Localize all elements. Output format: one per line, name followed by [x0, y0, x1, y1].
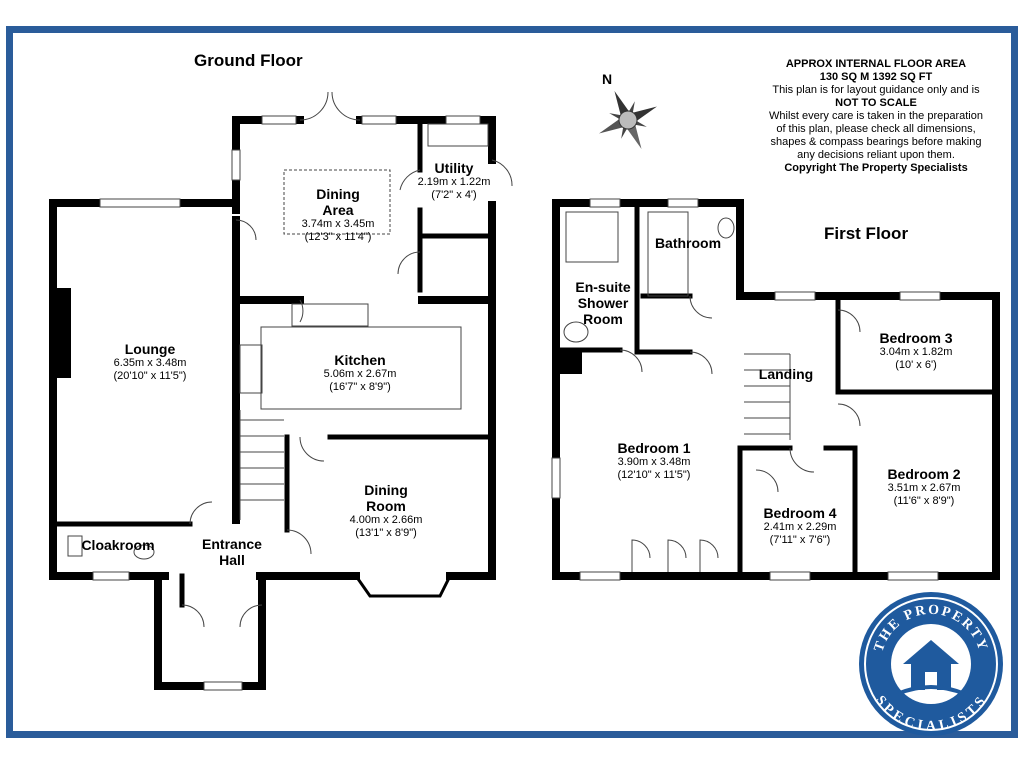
- room-name: Shower: [577, 295, 629, 312]
- room-imperial: (16'7" x 8'9"): [329, 380, 391, 393]
- room-imperial: (7'11" x 7'6"): [769, 533, 831, 546]
- room-landing: Landing: [748, 366, 824, 382]
- ground-floor-heading: Ground Floor: [194, 51, 303, 70]
- room-metric: 3.90m x 3.48m: [617, 456, 691, 469]
- room-name: Bedroom 3: [879, 330, 953, 346]
- room-metric: 3.74m x 3.45m: [301, 218, 375, 231]
- room-name: Utility: [434, 160, 474, 176]
- room-bedroom-4: Bedroom 4 2.41m x 2.29m (7'11" x 7'6"): [752, 505, 848, 546]
- page-border: [6, 26, 1018, 738]
- room-imperial: (20'10" x 11'5"): [113, 369, 187, 382]
- compass-north-label: N: [602, 71, 612, 87]
- room-imperial: (13'1" x 8'9"): [355, 526, 417, 539]
- room-cloakroom: Cloakroom: [78, 537, 158, 553]
- ground-floor-fixtures: [67, 91, 513, 691]
- room-imperial: (7'2" x 4'): [431, 188, 477, 201]
- room-name: Hall: [219, 552, 245, 569]
- floor-area-notes: APPROX INTERNAL FLOOR AREA 130 SQ M 1392…: [738, 58, 1014, 175]
- room-metric: 2.19m x 1.22m: [417, 176, 491, 189]
- not-to-scale: NOT TO SCALE: [835, 96, 917, 109]
- room-name: Area: [322, 202, 354, 219]
- room-metric: 6.35m x 3.48m: [113, 357, 187, 370]
- room-bedroom-3: Bedroom 3 3.04m x 1.82m (10' x 6'): [866, 330, 966, 371]
- room-name: Dining: [316, 186, 360, 202]
- copyright: Copyright The Property Specialists: [784, 161, 968, 174]
- compass-rose-icon: N: [588, 68, 672, 157]
- room-imperial: (12'3" x 11'4"): [304, 230, 372, 243]
- area-title: APPROX INTERNAL FLOOR AREA: [785, 58, 967, 70]
- ground-floor-walls: [49, 116, 496, 690]
- first-floor-fixtures: [551, 198, 941, 581]
- room-metric: 2.41m x 2.29m: [763, 521, 837, 534]
- room-kitchen: Kitchen 5.06m x 2.67m (16'7" x 8'9"): [310, 352, 410, 393]
- first-floor-heading: First Floor: [824, 224, 909, 243]
- room-bedroom-1: Bedroom 1 3.90m x 3.48m (12'10" x 11'5"): [604, 440, 704, 481]
- room-entrance-hall: Entrance Hall: [196, 536, 268, 568]
- room-name: Room: [366, 498, 406, 515]
- room-name: Bathroom: [654, 235, 722, 251]
- room-metric: 3.51m x 2.67m: [887, 482, 961, 495]
- notes-line: Whilst every care is taken in the prepar…: [769, 109, 983, 122]
- notes-line: shapes & compass bearings before making: [770, 135, 982, 148]
- room-name: Room: [583, 311, 623, 328]
- room-lounge: Lounge 6.35m x 3.48m (20'10" x 11'5"): [98, 341, 202, 382]
- room-name: Landing: [758, 366, 814, 382]
- company-logo: THE PROPERTY SPECIALISTS: [857, 590, 1005, 743]
- room-name: Entrance: [202, 536, 262, 552]
- room-utility: Utility 2.19m x 1.22m (7'2" x 4'): [406, 160, 502, 201]
- house-logo-icon: [896, 640, 966, 696]
- room-name: Bedroom 4: [763, 505, 837, 521]
- room-name: En-suite: [575, 279, 631, 295]
- room-name: Kitchen: [334, 352, 386, 368]
- room-bedroom-2: Bedroom 2 3.51m x 2.67m (11'6" x 8'9"): [874, 466, 974, 507]
- room-imperial: (12'10" x 11'5"): [617, 468, 691, 481]
- notes-line: any decisions reliant upon them.: [797, 148, 955, 161]
- room-ensuite: En-suite Shower Room: [566, 279, 640, 327]
- notes-line: of this plan, please check all dimension…: [776, 122, 976, 135]
- room-dining-area: Dining Area 3.74m x 3.45m (12'3" x 11'4"…: [290, 186, 386, 243]
- room-metric: 4.00m x 2.66m: [349, 514, 423, 527]
- room-bathroom: Bathroom: [646, 235, 730, 251]
- area-value: 130 SQ M 1392 SQ FT: [819, 70, 933, 83]
- room-name: Lounge: [124, 341, 176, 357]
- room-metric: 5.06m x 2.67m: [323, 368, 397, 381]
- room-dining-room: Dining Room 4.00m x 2.66m (13'1" x 8'9"): [336, 482, 436, 539]
- room-name: Dining: [364, 482, 408, 498]
- room-imperial: (11'6" x 8'9"): [893, 494, 955, 507]
- room-name: Bedroom 2: [887, 466, 961, 482]
- room-name: Cloakroom: [81, 537, 155, 553]
- room-imperial: (10' x 6'): [895, 358, 937, 371]
- room-name: Bedroom 1: [617, 440, 691, 456]
- notes-line: This plan is for layout guidance only an…: [772, 83, 980, 96]
- room-metric: 3.04m x 1.82m: [879, 346, 953, 359]
